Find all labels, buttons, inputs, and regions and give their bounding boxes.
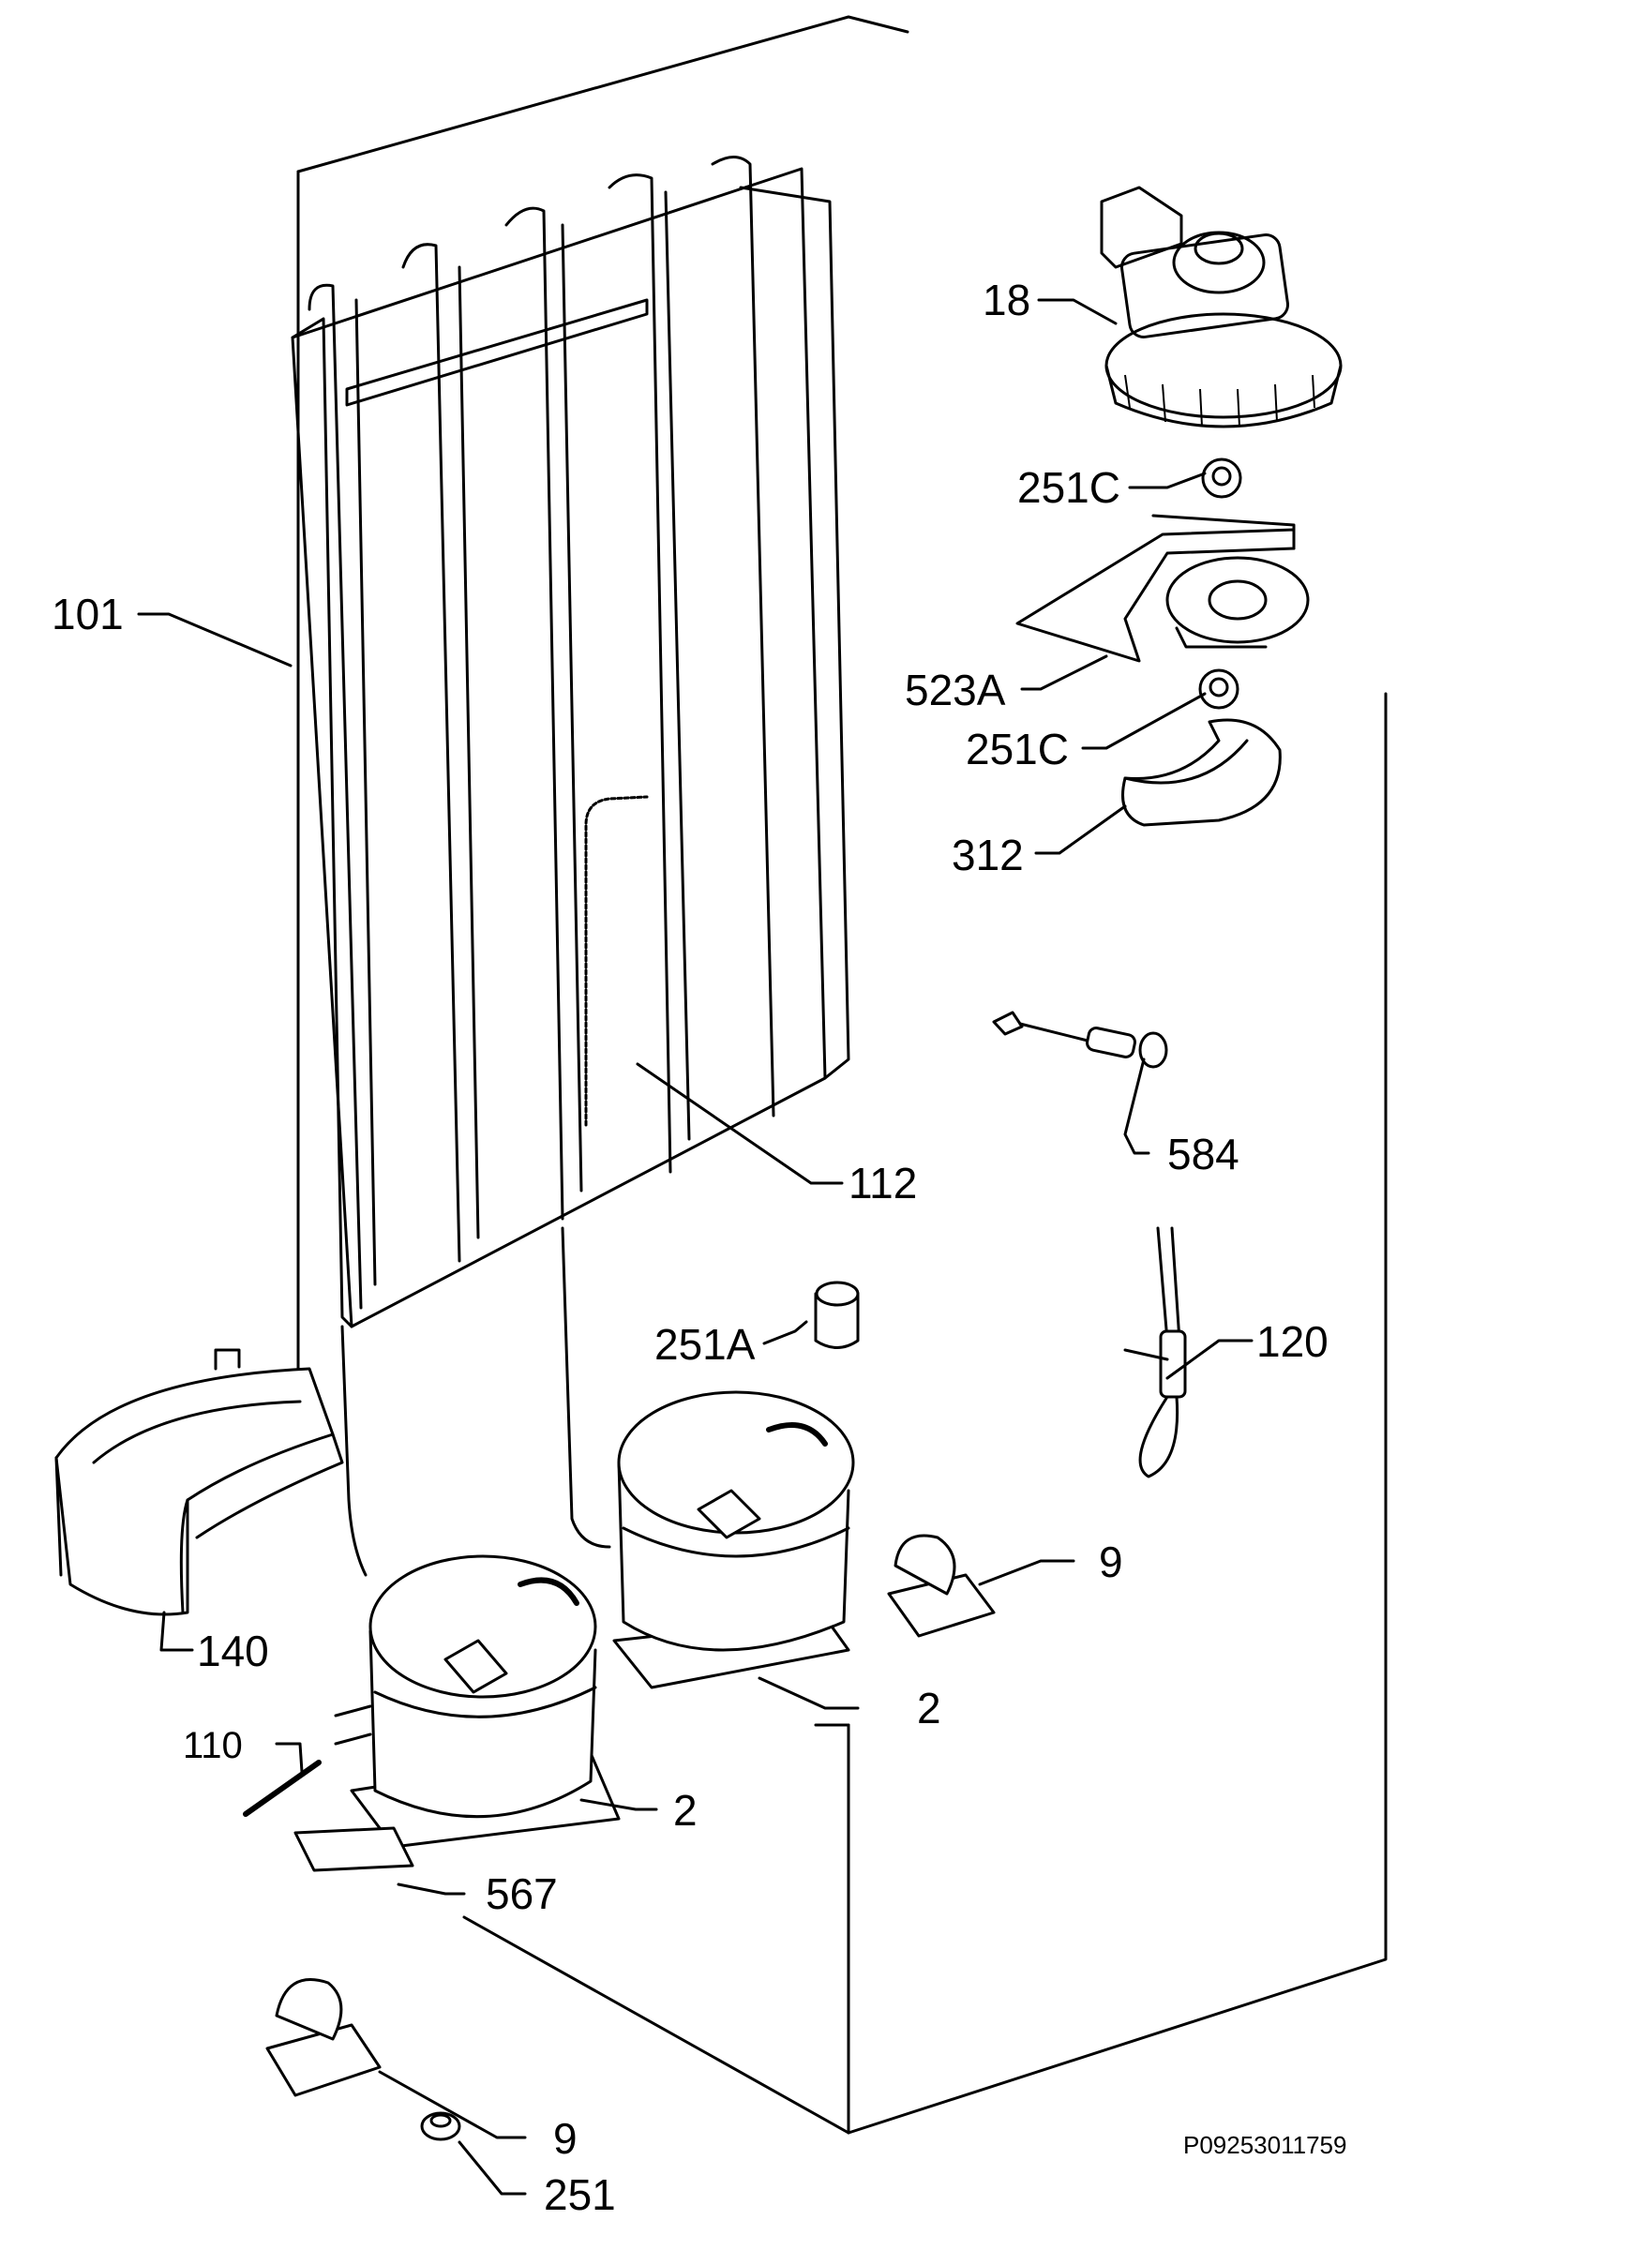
callout-9-bottom: 9 (553, 2114, 578, 2163)
clamp-bottom-part (265, 1978, 382, 2097)
connecting-pipes (340, 1226, 611, 1577)
nut-251c-top (1201, 458, 1242, 499)
callout-251c-middle: 251C (966, 725, 1069, 773)
clamp-right-part (887, 1534, 996, 1638)
callout-120: 120 (1256, 1317, 1329, 1366)
compressor-upper-part (612, 1390, 855, 1689)
compressor-lower-part (350, 1554, 621, 1849)
callout-110: 110 (183, 1725, 243, 1766)
callout-140: 140 (197, 1627, 269, 1675)
callout-584: 584 (1167, 1130, 1239, 1178)
fan-bracket-part (1015, 514, 1310, 663)
sensor-part (992, 1011, 1168, 1069)
callout-labels: 101 18 251C 523A 251C 312 584 112 120 25… (52, 276, 1346, 2219)
callout-312: 312 (952, 831, 1024, 879)
callout-523a: 523A (905, 666, 1006, 714)
callout-2-lower: 2 (673, 1786, 698, 1835)
nut-251-part (420, 2111, 461, 2141)
callout-18: 18 (983, 276, 1030, 324)
fan-cover-part (1121, 718, 1282, 827)
callout-2-upper: 2 (917, 1684, 941, 1732)
nut-251c-middle (1198, 668, 1239, 710)
reference-code: P09253011759 (1183, 2131, 1346, 2159)
cabinet-outline (296, 15, 1388, 2135)
callout-101: 101 (52, 590, 124, 638)
condenser (291, 156, 850, 1328)
callout-112: 112 (849, 1159, 917, 1208)
callout-251a: 251A (654, 1320, 756, 1369)
drip-tray-part (54, 1348, 344, 1616)
leader-lines (137, 298, 1254, 2196)
callout-251c-top: 251C (1017, 463, 1120, 512)
callout-251: 251 (544, 2170, 616, 2219)
fan-motor-part (1100, 186, 1343, 428)
rubber-plate-part (293, 1826, 414, 1872)
pins-part (243, 1704, 372, 1817)
bush-251a-part (814, 1281, 860, 1349)
thermal-fuse-part (1123, 1226, 1187, 1478)
callout-9-right: 9 (1099, 1538, 1123, 1586)
callout-567: 567 (486, 1869, 558, 1918)
